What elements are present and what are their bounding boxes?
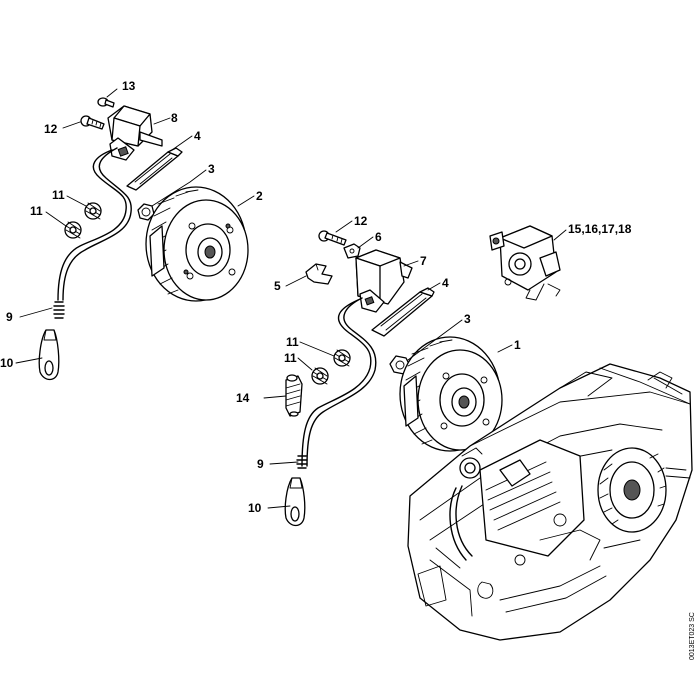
callout-13: 13: [122, 79, 136, 93]
spring-11-left-a-illustration: [64, 221, 82, 239]
flywheel-1-illustration: [399, 336, 503, 452]
washer-6-illustration: [343, 243, 361, 259]
carburetor-illustration: [489, 225, 561, 301]
callout-3-left: 3: [208, 162, 215, 176]
callout-2: 2: [256, 189, 263, 203]
spark-plug-boot-10-left-illustration: [38, 329, 60, 381]
spark-plug-boot-10-right-illustration: [284, 477, 306, 527]
contact-spring-9-right-illustration: [296, 455, 308, 469]
callout-11-left-a: 11: [52, 188, 65, 202]
clip-5-illustration: [305, 263, 333, 285]
callout-15-16-17-18: 15,16,17,18: [568, 222, 632, 236]
callout-labels: 13 12 8 4 3 2 11 11 9 10 12 6 7 5 4 3 1 …: [0, 79, 632, 515]
ignition-coil-7-illustration: [355, 249, 413, 313]
callout-11-right-a: 11: [286, 335, 299, 349]
nut-3-left-illustration: [137, 203, 155, 221]
callout-4-right: 4: [442, 276, 449, 290]
callout-1: 1: [514, 338, 521, 352]
callout-10-right: 10: [248, 501, 262, 515]
spring-11-right-b-illustration: [333, 349, 351, 367]
callout-4-left: 4: [194, 129, 201, 143]
contact-spring-9-left-illustration: [53, 301, 65, 319]
flywheel-2-illustration: [145, 186, 249, 302]
callout-3-right: 3: [464, 312, 471, 326]
ignition-module-left: [38, 97, 249, 381]
chainsaw-body-illustration: [407, 363, 693, 641]
callout-6: 6: [375, 230, 382, 244]
callout-11-right-b: 11: [284, 351, 297, 365]
spring-11-right-a-illustration: [311, 367, 329, 385]
callout-9-right: 9: [257, 457, 264, 471]
screw-13-illustration: [97, 97, 115, 108]
ignition-lead-left: [57, 149, 127, 301]
screw-12-right-illustration: [318, 230, 347, 246]
callout-5: 5: [274, 279, 281, 293]
callout-7: 7: [420, 254, 427, 268]
reference-code: 0013ET023 SC: [689, 612, 696, 660]
callout-8: 8: [171, 111, 178, 125]
screw-12-left-illustration: [80, 115, 105, 130]
ignition-module-right: [284, 225, 561, 527]
callout-14: 14: [236, 391, 250, 405]
wire-guide-4-right-illustration: [371, 287, 435, 337]
callout-10-left: 10: [0, 356, 14, 370]
spring-11-left-b-illustration: [84, 202, 102, 220]
leader-lines: [15, 88, 567, 509]
callout-9-left: 9: [6, 310, 13, 324]
ignition-coil-8-illustration: [107, 105, 163, 161]
callout-12-right: 12: [354, 214, 368, 228]
callout-12-left: 12: [44, 122, 58, 136]
connector-14-illustration: [285, 374, 303, 417]
wire-guide-4-left-illustration: [126, 147, 183, 191]
callout-11-left-b: 11: [30, 204, 43, 218]
ignition-lead-right: [301, 299, 372, 467]
